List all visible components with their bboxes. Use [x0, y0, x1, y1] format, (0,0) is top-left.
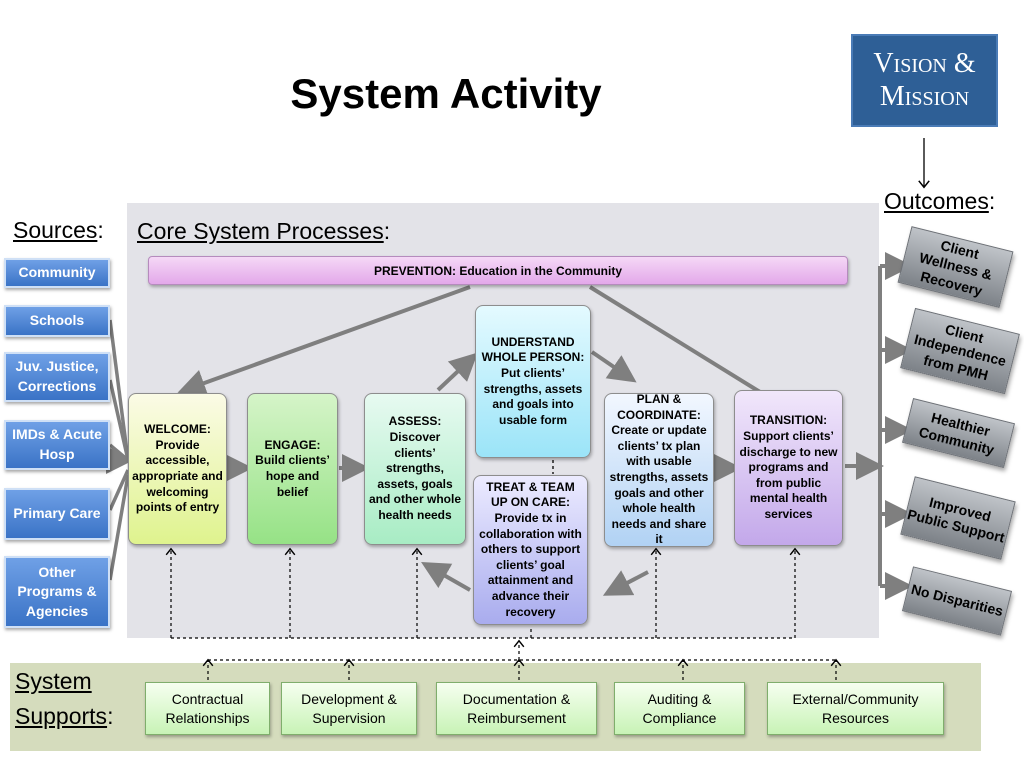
process-transition: TRANSITION: Support clients’ discharge t… — [734, 390, 843, 546]
source-primary-care: Primary Care — [4, 488, 110, 540]
outcomes-colon: : — [988, 188, 996, 214]
vision-line: Vision & — [873, 48, 976, 80]
process-welcome: WELCOME: Provide accessible, appropriate… — [128, 393, 227, 545]
source-juv-justice: Juv. Justice, Corrections — [4, 352, 110, 402]
mission-line: Mission — [879, 80, 970, 112]
core-processes-label: Core System Processes: — [137, 218, 390, 245]
source-imds-acute-hosp: IMDs & Acute Hosp — [4, 420, 110, 470]
process-assess: ASSESS: Discover clients’ strengths, ass… — [364, 393, 466, 545]
sources-label-text: Sources — [13, 217, 98, 243]
support-documentation-reimbursement: Documentation & Reimbursement — [436, 682, 597, 735]
sources-colon: : — [97, 217, 104, 243]
vision-mission-box: Vision & Mission — [851, 34, 998, 127]
core-colon: : — [383, 218, 391, 244]
support-auditing-compliance: Auditing & Compliance — [614, 682, 745, 735]
process-plan-coordinate: PLAN & COORDINATE: Create or update clie… — [604, 392, 714, 547]
system-supports-label: System Supports: — [15, 664, 113, 733]
source-other-programs: Other Programs & Agencies — [4, 556, 110, 628]
page-title: System Activity — [290, 70, 602, 117]
outcomes-label: Outcomes: — [884, 188, 995, 215]
core-processes-label-text: Core System Processes — [137, 218, 384, 244]
sources-label: Sources: — [13, 217, 104, 244]
support-development-supervision: Development & Supervision — [281, 682, 417, 735]
supports-label-line2: Supports — [15, 702, 108, 729]
source-community: Community — [4, 258, 110, 288]
support-contractual-relationships: Contractual Relationships — [145, 682, 270, 735]
process-treat-team-up: TREAT & TEAM UP ON CARE: Provide tx in c… — [473, 475, 588, 625]
supports-colon: : — [107, 702, 114, 729]
process-engage: ENGAGE: Build clients’ hope and belief — [247, 393, 338, 545]
outcomes-label-text: Outcomes — [884, 188, 989, 214]
prevention-bar: PREVENTION: Education in the Community — [148, 256, 848, 285]
source-schools: Schools — [4, 305, 110, 337]
process-understand-whole-person: UNDERSTAND WHOLE PERSON: Put clients’ st… — [475, 305, 591, 458]
supports-label-line1: System — [15, 668, 92, 694]
support-external-community-resources: External/Community Resources — [767, 682, 944, 735]
